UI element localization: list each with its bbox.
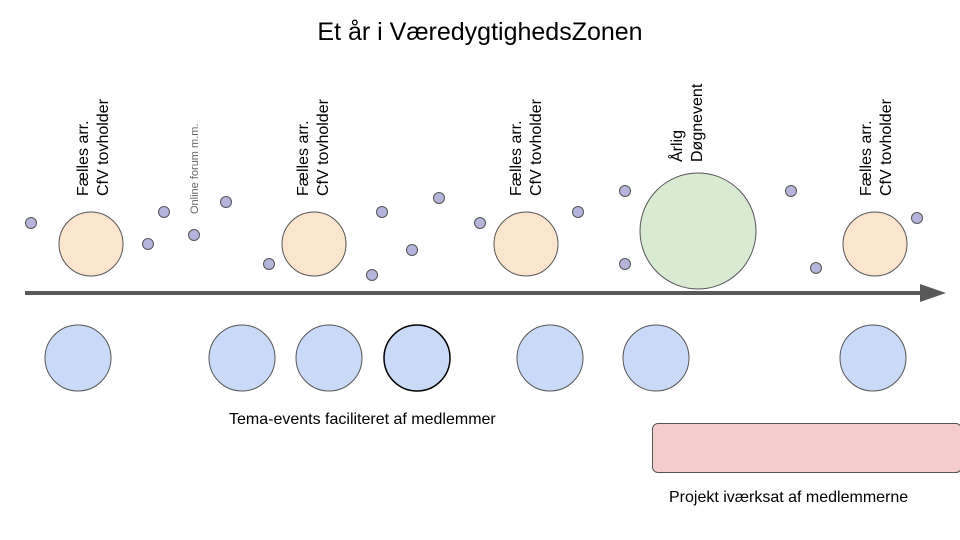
activity-dot <box>433 192 445 204</box>
activity-dot <box>619 258 631 270</box>
shared-event-circle-4 <box>842 211 908 277</box>
activity-dot <box>911 212 923 224</box>
label-line: Døgnevent <box>689 83 706 162</box>
label-line: CfV tovholder <box>95 99 112 196</box>
theme-event-circle-1 <box>44 324 112 392</box>
annual-event-circle <box>639 172 757 290</box>
theme-event-circle-4 <box>383 324 451 392</box>
label-line: CfV tovholder <box>878 99 895 196</box>
small-activity-dots <box>25 185 923 281</box>
activity-dot <box>376 206 388 218</box>
theme-event-circle-5 <box>516 324 584 392</box>
theme-event-circle-3 <box>295 324 363 392</box>
project-label: Projekt iværksat af medlemmerne <box>669 489 909 506</box>
shared-event-label-1: Fælles arr. CfV tovholder <box>74 99 114 196</box>
label-line: Årlig <box>669 129 686 162</box>
activity-dot <box>158 206 170 218</box>
theme-events-label: Tema-events faciliteret af medlemmer <box>229 411 496 428</box>
activity-dot <box>366 269 378 281</box>
activity-dot <box>188 229 200 241</box>
activity-dot <box>810 262 822 274</box>
label-line: Fælles arr. <box>508 120 525 196</box>
label-line: Fælles arr. <box>295 120 312 196</box>
project-box <box>652 423 960 473</box>
theme-event-circle-6 <box>622 324 690 392</box>
activity-dot <box>263 258 275 270</box>
activity-dot <box>142 238 154 250</box>
online-forum-label: Online forum m.m. <box>189 123 201 214</box>
label-line: Fælles arr. <box>75 120 92 196</box>
slide-title: Et år i VæredygtighedsZonen <box>317 18 643 46</box>
annual-event-label: Årlig Døgnevent <box>668 84 708 162</box>
activity-dot <box>406 244 418 256</box>
shared-event-circle-3 <box>493 211 559 277</box>
shared-event-circle-1 <box>58 211 124 277</box>
activity-dot <box>619 185 631 197</box>
shared-event-label-4: Fælles arr. CfV tovholder <box>857 99 897 196</box>
label-line: CfV tovholder <box>315 99 332 196</box>
activity-dot <box>25 217 37 229</box>
label-line: CfV tovholder <box>528 99 545 196</box>
label-line: Fælles arr. <box>858 120 875 196</box>
theme-event-circle-2 <box>208 324 276 392</box>
theme-event-circle-7 <box>839 324 907 392</box>
activity-dot <box>474 217 486 229</box>
timeline-arrowhead <box>920 284 946 302</box>
activity-dot <box>572 206 584 218</box>
shared-event-label-3: Fælles arr. CfV tovholder <box>507 99 547 196</box>
activity-dot <box>220 196 232 208</box>
activity-dot <box>785 185 797 197</box>
shared-event-label-2: Fælles arr. CfV tovholder <box>294 99 334 196</box>
shared-event-circle-2 <box>281 211 347 277</box>
